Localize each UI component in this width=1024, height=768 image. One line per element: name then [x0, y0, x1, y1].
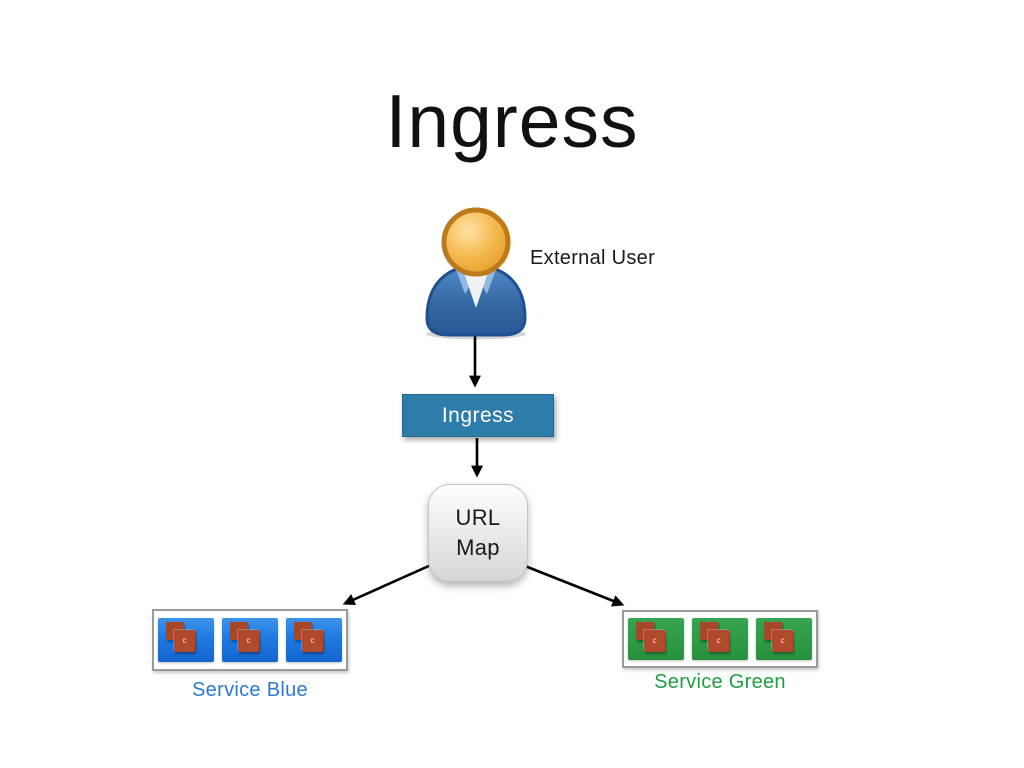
container-letter: c — [246, 636, 251, 645]
url-map-label-line2: Map — [456, 535, 500, 560]
external-user-label: External User — [530, 247, 656, 269]
service-blue-label: Service Blue — [192, 679, 308, 701]
container-letter: c — [652, 636, 657, 645]
pod-blue-2: c — [222, 618, 278, 662]
ingress-node-label: Ingress — [441, 403, 515, 427]
pod-blue-3: c — [286, 618, 342, 662]
pod-green-3: c — [756, 618, 812, 660]
container-letter: c — [310, 636, 315, 645]
user-collar — [462, 267, 490, 308]
user-head — [441, 207, 511, 277]
container-letter: c — [716, 636, 721, 645]
pod-green-1: c — [628, 618, 684, 660]
container-icon-front: c — [174, 630, 195, 652]
pod-green-2: c — [692, 618, 748, 660]
arrow-urlmap-to-service-green — [524, 564, 625, 607]
container-letter: c — [182, 636, 187, 645]
container-icon-front: c — [708, 630, 729, 652]
arrow-urlmap-to-service-blue — [342, 563, 432, 606]
container-icon-front: c — [644, 630, 665, 652]
slide-title: Ingress — [385, 79, 639, 163]
container-icon-front: c — [772, 630, 793, 652]
url-map-label-line1: URL — [455, 505, 501, 530]
external-user-icon — [417, 204, 539, 340]
service-blue-group: c c c — [152, 609, 348, 671]
ingress-node: Ingress — [402, 394, 554, 437]
container-icon-front: c — [238, 630, 259, 652]
service-green-label: Service Green — [654, 671, 786, 693]
pod-blue-1: c — [158, 618, 214, 662]
service-green-group: c c c — [622, 610, 818, 668]
url-map-node: URL Map — [428, 484, 528, 582]
container-icon-front: c — [302, 630, 323, 652]
container-letter: c — [780, 636, 785, 645]
